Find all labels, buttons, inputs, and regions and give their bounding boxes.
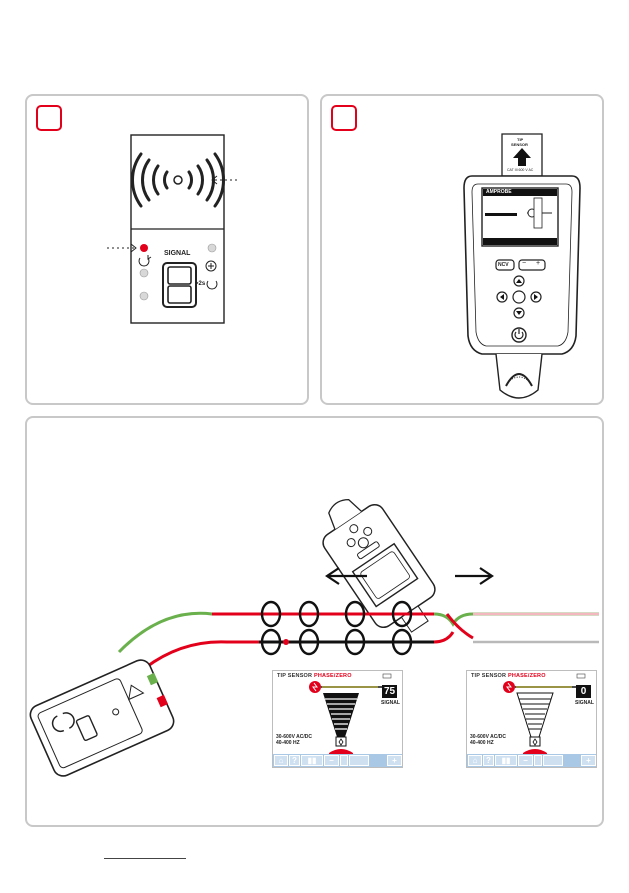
help-button[interactable]: ? bbox=[289, 755, 300, 766]
tracing-illustration bbox=[29, 498, 599, 777]
signal-value-label: SIGNAL bbox=[381, 700, 400, 706]
blank-button[interactable] bbox=[534, 755, 542, 766]
screen-no-signal: TIP SENSOR PHASE/ZERO 0 SIGNAL 30-600V A… bbox=[466, 670, 597, 768]
transmitter-device bbox=[29, 659, 175, 777]
screen-strong-signal: TIP SENSOR PHASE/ZERO 75 SIGNAL 30-600V … bbox=[272, 670, 403, 768]
volume-icon: ▮▮ bbox=[307, 756, 317, 765]
ncv-button[interactable]: NCV bbox=[498, 262, 509, 268]
minus-button[interactable]: − bbox=[522, 260, 527, 267]
help-button[interactable]: ? bbox=[483, 755, 494, 766]
minus-button[interactable]: − bbox=[324, 755, 339, 766]
plus-button[interactable]: + bbox=[387, 755, 402, 766]
plus-button[interactable]: + bbox=[536, 260, 541, 267]
voltage-spec: 30-600V AC/DC bbox=[276, 734, 312, 740]
transmitter-closeup-illustration bbox=[107, 134, 239, 324]
plus-button[interactable]: + bbox=[581, 755, 596, 766]
panel-tracing-setup: TIP SENSOR PHASE/ZERO 75 SIGNAL 30-600V … bbox=[25, 416, 604, 827]
signal-label: SIGNAL bbox=[164, 250, 191, 257]
signal-value: 0 bbox=[576, 685, 591, 698]
signal-waves-icon bbox=[131, 152, 225, 208]
screen-title: TIP SENSOR PHASE/ZERO bbox=[471, 673, 546, 679]
signal-value-label: SIGNAL bbox=[575, 700, 594, 706]
voltage-spec: 30-600V AC/DC bbox=[470, 734, 506, 740]
minus-button[interactable]: − bbox=[518, 755, 533, 766]
panel-receiver-overview: TIP SENSOR CAT III 600 V AC AMPROBE NCV … bbox=[320, 94, 604, 405]
screen-toolbar: ⌂ ? ▮▮ − + bbox=[467, 754, 596, 767]
volume-button[interactable]: ▮▮ bbox=[301, 755, 323, 766]
brand-label: AMPROBE bbox=[486, 189, 512, 195]
power-icon bbox=[514, 331, 524, 340]
screen-toolbar: ⌂ ? ▮▮ − + bbox=[273, 754, 402, 767]
home-icon: ⌂ bbox=[278, 756, 284, 765]
home-icon: ⌂ bbox=[472, 756, 478, 765]
receiver-illustration bbox=[463, 133, 581, 399]
signal-value: 75 bbox=[382, 685, 397, 698]
step-marker-1 bbox=[36, 105, 62, 131]
frequency-spec: 40-400 HZ bbox=[470, 740, 494, 746]
signal-cone-graphic bbox=[309, 673, 392, 755]
blank-button-2[interactable] bbox=[543, 755, 563, 766]
home-button[interactable]: ⌂ bbox=[274, 755, 288, 766]
footer-divider bbox=[104, 858, 186, 859]
blank-button[interactable] bbox=[340, 755, 348, 766]
tip-sensor-label-bottom: SENSOR bbox=[511, 142, 528, 147]
screen-title: TIP SENSOR PHASE/ZERO bbox=[277, 673, 352, 679]
home-button[interactable]: ⌂ bbox=[468, 755, 482, 766]
step-marker-2 bbox=[331, 105, 357, 131]
panel-transmitter-detail: SIGNAL >2s bbox=[25, 94, 309, 405]
frequency-spec: 40-400 HZ bbox=[276, 740, 300, 746]
tip-sensor-label-top: TIP bbox=[517, 137, 524, 142]
volume-icon: ▮▮ bbox=[501, 756, 511, 765]
timer-label: >2s bbox=[195, 281, 206, 287]
receiver-tilted bbox=[322, 498, 436, 633]
arrow-up-icon bbox=[513, 148, 531, 166]
cat-rating-label: CAT III 600 V AC bbox=[507, 168, 534, 172]
volume-button[interactable]: ▮▮ bbox=[495, 755, 517, 766]
blank-button-2[interactable] bbox=[349, 755, 369, 766]
signal-cone-graphic bbox=[503, 673, 586, 755]
